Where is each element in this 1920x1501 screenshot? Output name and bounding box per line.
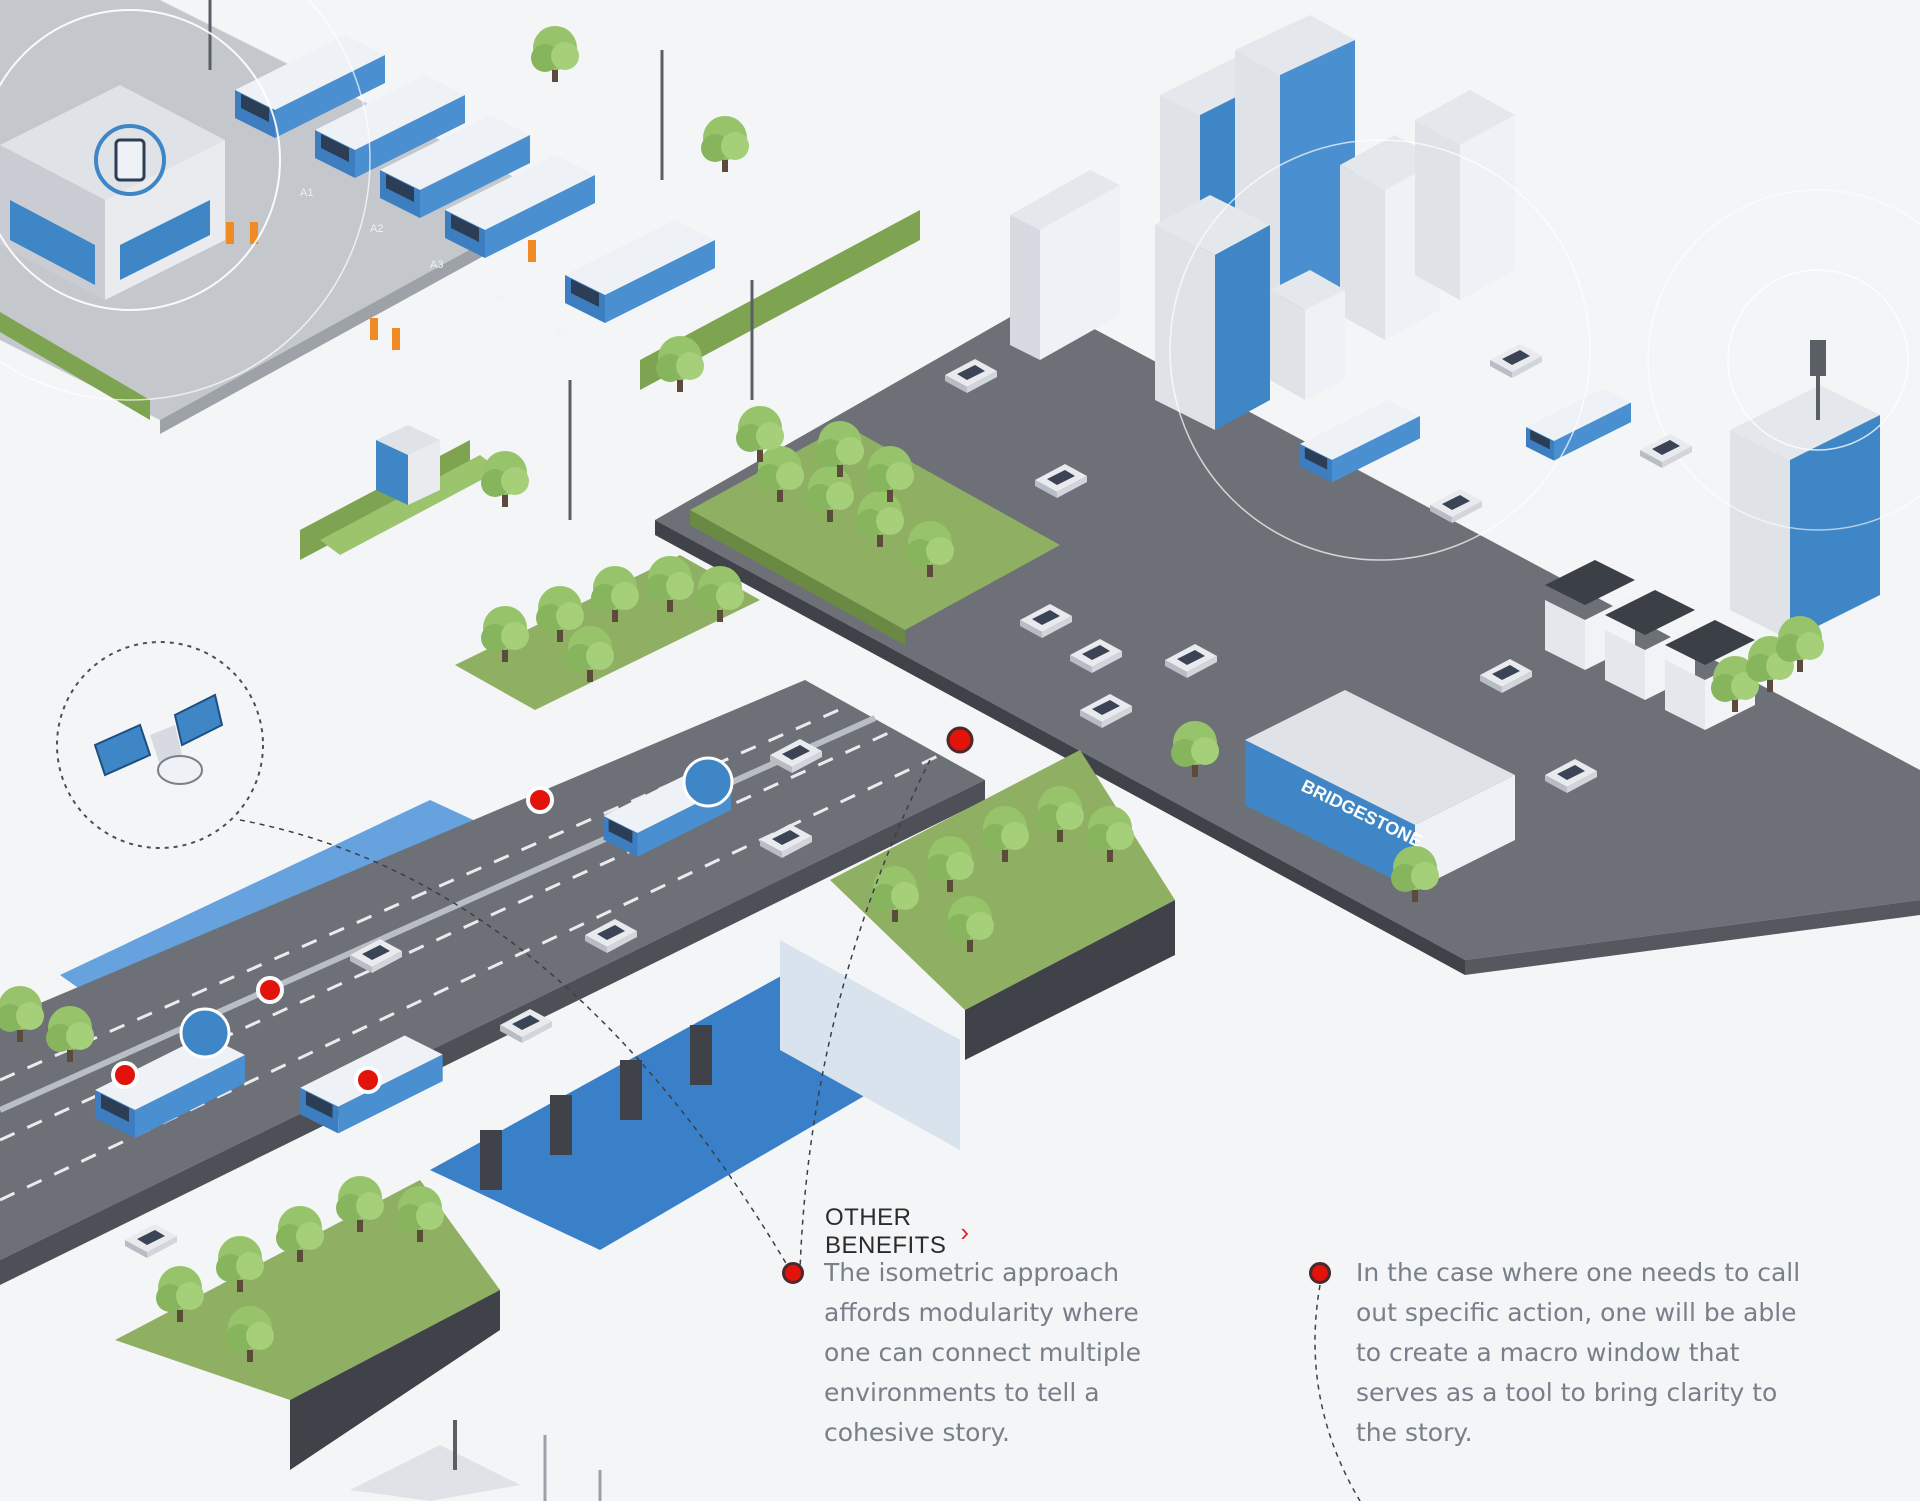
downtown-towers bbox=[1010, 15, 1515, 430]
highway-bridge bbox=[0, 555, 1175, 1470]
tracker-markers bbox=[111, 726, 974, 1094]
lot-label: A4 bbox=[495, 291, 508, 303]
telecom-building bbox=[1647, 189, 1920, 640]
bus-depot: A1 A2 A3 A4 A5 bbox=[0, 0, 920, 560]
callout-text-2: In the case where one needs to call out … bbox=[1356, 1258, 1801, 1447]
other-benefits-link[interactable]: OTHER BENEFITS › bbox=[825, 1204, 970, 1260]
other-benefits-heading: OTHER BENEFITS bbox=[825, 1204, 947, 1259]
bottom-building bbox=[350, 1420, 602, 1501]
lot-label: A2 bbox=[370, 223, 383, 235]
chevron-right-icon: › bbox=[960, 1217, 970, 1247]
callout-leaders bbox=[239, 759, 1361, 1501]
callout-text-1: The isometric approach affords modularit… bbox=[824, 1258, 1142, 1447]
lamp-posts bbox=[208, 0, 754, 520]
bridgestone-store: BRIDGESTONE bbox=[1245, 690, 1515, 890]
lot-label: A1 bbox=[300, 187, 313, 199]
lot-label: A5 bbox=[555, 326, 568, 338]
callout-marker-2 bbox=[1309, 1262, 1331, 1284]
lot-label: A3 bbox=[430, 259, 443, 271]
city-block: BRIDGESTONE bbox=[655, 15, 1920, 975]
depot-station-building bbox=[0, 85, 225, 300]
city-park bbox=[690, 406, 1060, 645]
callout-marker-1 bbox=[782, 1262, 804, 1284]
guard-booth bbox=[376, 425, 440, 505]
workers bbox=[226, 222, 536, 350]
satellite-macro-window bbox=[56, 641, 264, 849]
